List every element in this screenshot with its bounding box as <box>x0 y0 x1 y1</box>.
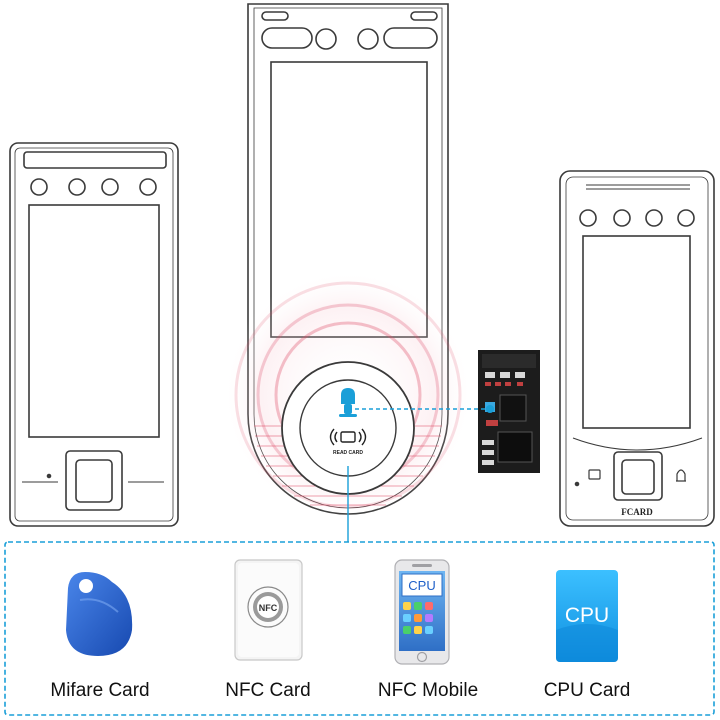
module-connector-node <box>486 405 494 413</box>
card-reader-label: READ CARD <box>333 450 363 456</box>
left-terminal-camera-1 <box>30 178 48 196</box>
nfc-module-board <box>478 350 540 473</box>
left-terminal-dot <box>46 473 52 479</box>
keyfob-icon <box>66 572 133 656</box>
card-reader <box>281 361 415 495</box>
mifare-card-label: Mifare Card <box>50 680 150 701</box>
left-terminal-camera-2 <box>68 178 86 196</box>
right-terminal-screen <box>582 235 691 429</box>
contactless-icon <box>329 428 367 446</box>
right-terminal-brand: FCARD <box>621 507 653 517</box>
smartphone-icon <box>394 559 450 665</box>
right-terminal-camera-1 <box>579 209 597 227</box>
left-terminal-camera-3 <box>101 178 119 196</box>
left-terminal-inner <box>14 147 174 522</box>
center-terminal-slot-right <box>410 11 438 21</box>
right-terminal-camera-4 <box>677 209 695 227</box>
cpu-card-label: CPU Card <box>543 680 631 701</box>
bell-icon <box>676 469 686 482</box>
right-terminal-camera-3 <box>645 209 663 227</box>
connector-node <box>345 406 351 412</box>
right-terminal-card-icon <box>588 469 601 480</box>
right-terminal-lower-curve <box>572 437 703 451</box>
connector-lines <box>347 408 487 542</box>
right-terminal-dot <box>574 481 580 487</box>
center-terminal-sensor-right <box>383 27 438 49</box>
nfc-card-icon <box>234 559 303 661</box>
cpu-card-icon <box>556 570 618 662</box>
right-terminal-body <box>559 170 715 527</box>
right-terminal-inner <box>565 176 709 521</box>
center-terminal-camera-1 <box>315 28 337 50</box>
right-terminal-fingerprint-sensor <box>621 459 655 495</box>
smartphone-screen-text: CPU <box>408 578 435 593</box>
right-terminal <box>559 170 715 527</box>
left-terminal-screen <box>28 204 160 438</box>
nfc-mobile-label: NFC Mobile <box>377 680 479 701</box>
left-terminal-fingerprint-sensor <box>75 459 113 503</box>
cpu-card-text: CPU <box>565 604 609 627</box>
right-terminal-fingerprint-frame <box>613 451 663 501</box>
left-terminal <box>9 142 179 527</box>
left-terminal-body <box>9 142 179 527</box>
card-reader-hand-icon <box>339 388 357 417</box>
left-terminal-top-slot <box>23 151 167 169</box>
center-terminal-sensor-left <box>261 27 313 49</box>
center-terminal-slot-left <box>261 11 289 21</box>
left-terminal-camera-4 <box>139 178 157 196</box>
center-terminal-camera-2 <box>357 28 379 50</box>
nfc-card-badge: NFC <box>259 603 278 613</box>
nfc-card-label: NFC Card <box>225 680 311 701</box>
right-terminal-camera-2 <box>613 209 631 227</box>
left-terminal-fingerprint-frame <box>65 450 123 511</box>
